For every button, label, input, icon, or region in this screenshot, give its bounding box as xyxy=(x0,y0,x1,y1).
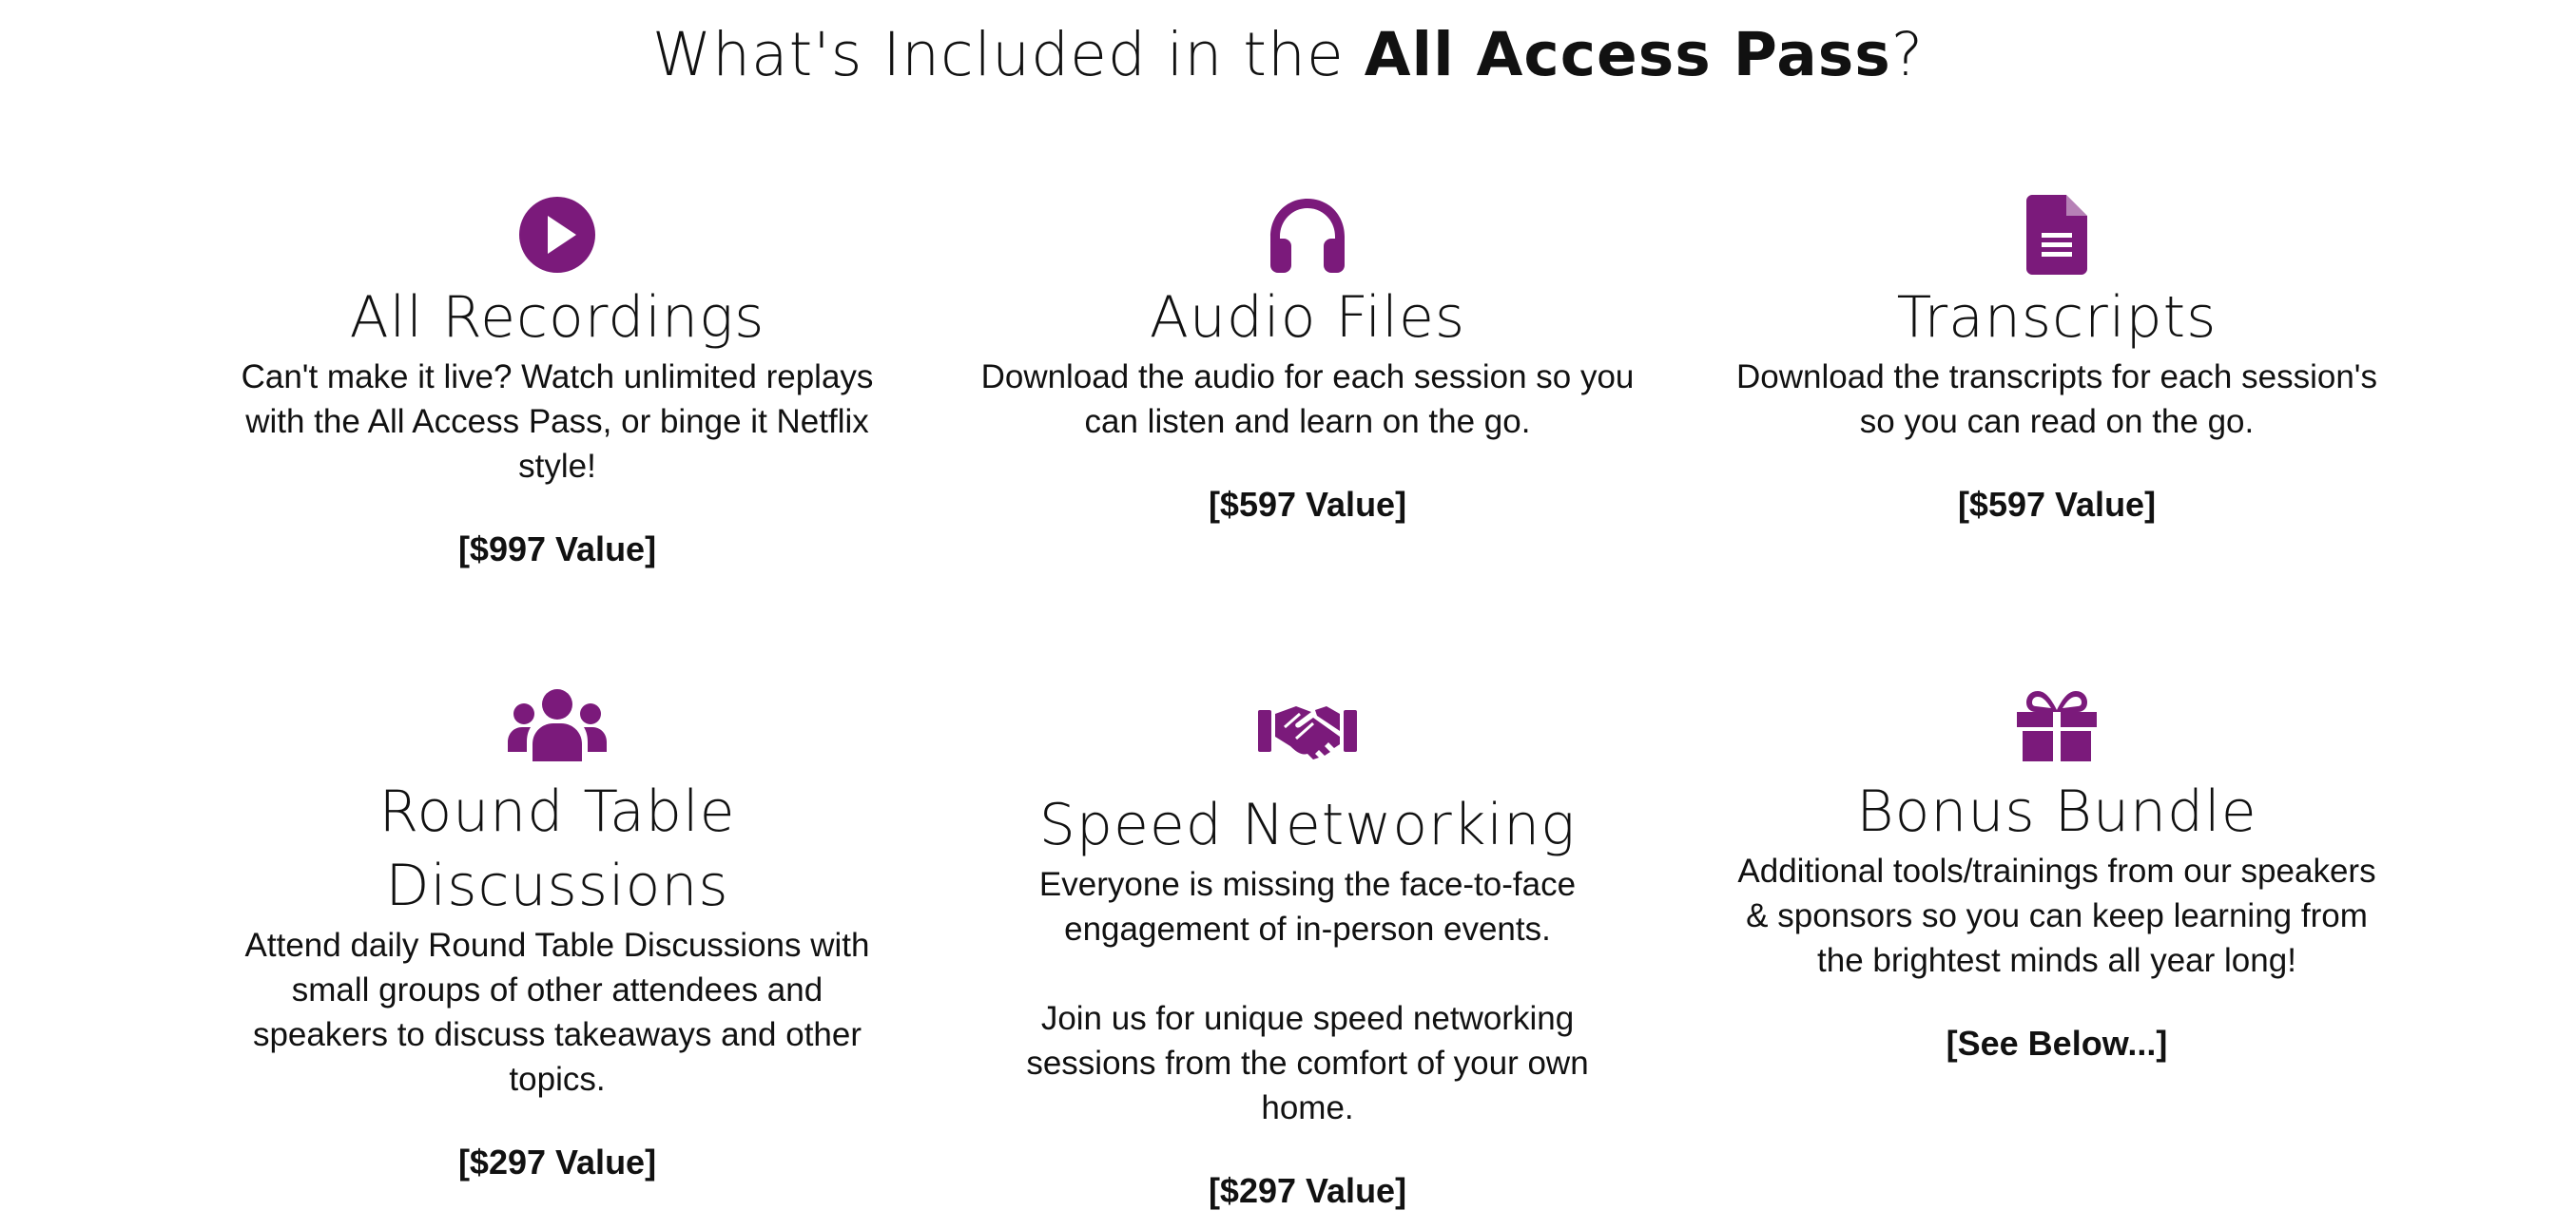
feature-value: [See Below...] xyxy=(1946,1024,2168,1063)
document-icon xyxy=(1714,195,2399,280)
feature-all-recordings: All Recordings Can't make it live? Watch… xyxy=(215,195,900,571)
feature-description: Can't make it live? Watch unlimited repl… xyxy=(241,358,874,485)
feature-title: Transcripts xyxy=(1896,284,2218,351)
feature-title: Speed Networking xyxy=(1038,792,1577,858)
title-prefix: What's Included in the xyxy=(651,20,1365,89)
feature-description: Download the transcripts for each sessio… xyxy=(1736,358,2377,440)
page-title: What's Included in the All Access Pass? xyxy=(0,13,2576,97)
feature-title: Bonus Bundle xyxy=(1856,778,2257,845)
feature-value: [$597 Value] xyxy=(1208,485,1407,524)
feature-bonus-bundle: Bonus Bundle Additional tools/trainings … xyxy=(1714,689,2399,1066)
title-bold: All Access Pass xyxy=(1364,20,1891,89)
title-suffix: ? xyxy=(1890,20,1925,89)
feature-round-table-discussions: Round Table Discussions Attend daily Rou… xyxy=(215,689,900,1184)
handshake-icon xyxy=(965,702,1650,788)
feature-description: Additional tools/trainings from our spea… xyxy=(1737,853,2376,979)
gift-icon xyxy=(1714,689,2399,775)
feature-speed-networking: Speed Networking Everyone is missing the… xyxy=(965,689,1650,1213)
headphones-icon xyxy=(965,195,1650,280)
feature-value: [$297 Value] xyxy=(457,1143,657,1182)
feature-value: [$997 Value] xyxy=(457,529,657,568)
feature-description: Everyone is missing the face-to-face eng… xyxy=(1026,866,1589,1126)
feature-audio-files: Audio Files Download the audio for each … xyxy=(965,195,1650,527)
feature-value: [$297 Value] xyxy=(1208,1171,1407,1210)
feature-description: Attend daily Round Table Discussions wit… xyxy=(244,927,870,1098)
feature-title: Audio Files xyxy=(1149,284,1466,351)
users-group-icon xyxy=(215,689,900,775)
feature-title: Round Table Discussions xyxy=(378,778,736,919)
play-circle-icon xyxy=(215,195,900,280)
feature-title: All Recordings xyxy=(349,284,765,351)
feature-value: [$597 Value] xyxy=(1957,485,2157,524)
feature-description: Download the audio for each session so y… xyxy=(980,358,1635,440)
feature-transcripts: Transcripts Download the transcripts for… xyxy=(1714,195,2399,527)
